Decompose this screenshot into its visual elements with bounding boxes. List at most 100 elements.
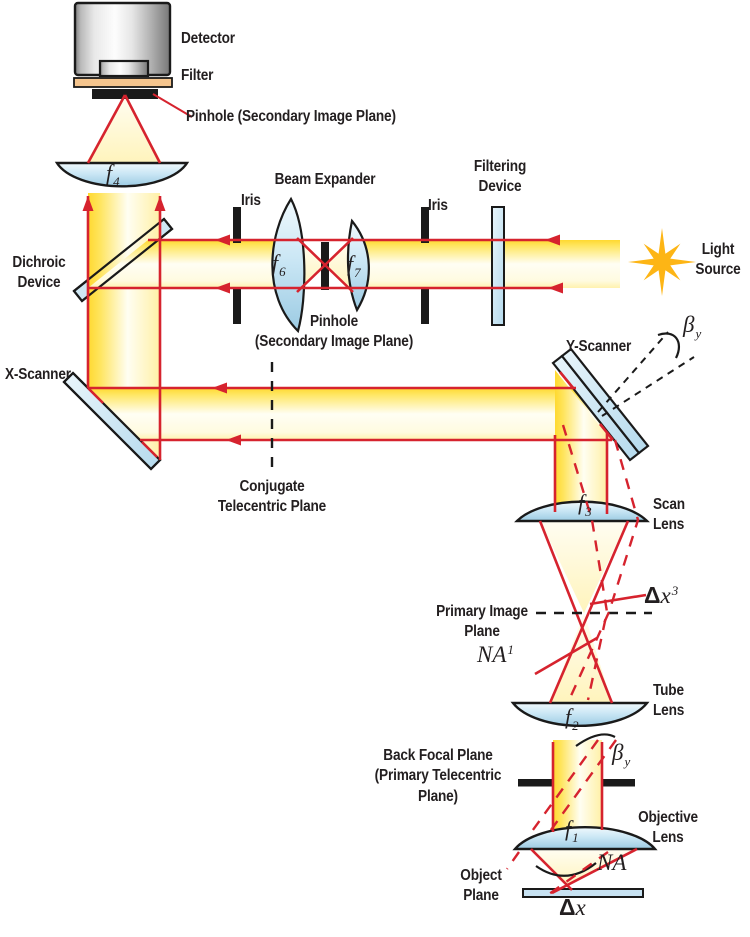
objective-lens-label: Objective Lens xyxy=(638,808,698,849)
na-angle-arc xyxy=(535,862,597,877)
back-focal-plane-bar-left xyxy=(518,779,554,787)
beam-top-right-segment xyxy=(352,240,620,288)
black-construction xyxy=(270,331,695,877)
primary-image-plane-label: Primary Image Plane xyxy=(417,602,547,643)
beam-cone-scan-upper xyxy=(540,520,628,613)
lens-f3-scan xyxy=(514,500,650,523)
arrow-left-top-beam-b xyxy=(215,282,230,294)
filter-label: Filter xyxy=(181,67,214,84)
beta-top-symbol: β xyxy=(683,312,695,337)
beta-bottom-sub: y xyxy=(624,754,631,769)
tube-line1: Tube xyxy=(653,682,684,699)
light-source-label: Light Source xyxy=(678,240,750,281)
scanned-rays-dashed xyxy=(506,424,640,898)
x-scanner-outline xyxy=(62,371,162,471)
beta-y-bottom-label: βy xyxy=(612,740,631,769)
objective-line1: Objective xyxy=(638,809,698,826)
ray-tick-yscan-a xyxy=(558,371,576,390)
yscanner-rotation-dash-a xyxy=(597,331,669,413)
pinhole-mid-line2: (Secondary Image Plane) xyxy=(254,333,414,351)
beam-hourglass-right xyxy=(325,241,352,289)
lens-f1-objective xyxy=(512,826,658,851)
scanned-ray-6 xyxy=(506,851,520,870)
iris-left-label: Iris xyxy=(241,192,261,209)
beta-bottom-symbol: β xyxy=(612,740,624,765)
pinhole-mid-label: Pinhole (Secondary Image Plane) xyxy=(246,312,422,353)
arrow-up-vertical-a xyxy=(82,196,94,211)
na1-base: NA xyxy=(477,642,507,667)
f4-sub: 4 xyxy=(113,174,120,189)
back-focal-line3: Plane) xyxy=(418,787,458,805)
na-label: NA xyxy=(597,850,627,875)
ray-cone-pinhole-right xyxy=(123,94,162,164)
f1-label: f1 xyxy=(565,816,579,845)
arrow-left-lower-beam-b xyxy=(226,434,241,446)
filtering-device-plate xyxy=(491,206,505,326)
arrow-left-lower-beam-a xyxy=(212,382,227,394)
marker-na1-line xyxy=(534,636,598,676)
ray-objective-cone-a xyxy=(530,848,573,891)
f1-base: f xyxy=(565,816,572,841)
object-line2: Plane xyxy=(463,887,499,905)
ray-cone-pinhole-left xyxy=(86,94,127,164)
ray-objective-cone-b xyxy=(551,847,638,895)
beam-vertical-right xyxy=(555,370,607,519)
scanned-ray-2 xyxy=(568,439,640,699)
back-focal-line2: (Primary Telecentric xyxy=(374,767,502,785)
yscanner-rotation-dash-b xyxy=(601,356,695,417)
beam-lower-horizontal xyxy=(88,388,614,440)
detector-label: Detector xyxy=(181,30,235,47)
delta-x3-delta: Δ xyxy=(644,582,661,608)
object-plane-label: Object Plane xyxy=(450,866,512,907)
na1-label: NA1 xyxy=(477,642,514,668)
beam-cone-to-pinhole xyxy=(86,95,162,163)
lens-f6 xyxy=(271,196,306,334)
object-plane-slide xyxy=(522,888,644,898)
scan-lens-label: Scan Lens xyxy=(653,495,685,536)
beam-expander-label: Beam Expander xyxy=(274,171,376,188)
back-focal-plane-bar-right xyxy=(601,779,635,787)
f2-label: f2 xyxy=(565,704,579,733)
pinhole-mid-line1: Pinhole xyxy=(309,313,359,330)
scan-line2: Lens xyxy=(653,516,685,534)
ray-scan-cone-b xyxy=(548,520,630,704)
iris-right-top-blade xyxy=(421,207,429,243)
filtering-line1: Filtering xyxy=(473,158,527,175)
f4-label: f4 xyxy=(106,160,120,189)
delta-x3-var: x xyxy=(660,583,671,608)
dichroic-device-label: Dichroic Device xyxy=(5,253,74,294)
f6-label: f6 xyxy=(272,250,286,279)
f7-label: f7 xyxy=(347,251,361,280)
iris-left-bottom-blade xyxy=(233,287,241,324)
dichroic-line1: Dichroic xyxy=(12,254,66,271)
conjugate-line2: Telecentric Plane xyxy=(217,498,327,516)
pinhole-bar-top xyxy=(92,89,158,99)
dichroic-line2: Device xyxy=(17,274,61,292)
f2-sub: 2 xyxy=(572,718,579,733)
y-scanner-mirror-back xyxy=(560,347,650,455)
scanned-ray-1 xyxy=(561,424,609,701)
ray-tick-xscan-b xyxy=(141,441,158,458)
arrow-left-top-beam-a xyxy=(215,234,230,246)
beta-y-top-arc xyxy=(657,332,681,359)
delta-x3-label: Δx3 xyxy=(644,582,678,609)
back-focal-plane-label: Back Focal Plane (Primary Telecentric Pl… xyxy=(362,746,513,807)
light-line2: Source xyxy=(695,261,741,279)
primary-line1: Primary Image xyxy=(436,603,528,620)
beam-hourglass-left xyxy=(300,241,325,289)
light-source-star xyxy=(628,228,696,296)
pinhole-leader-line xyxy=(152,93,193,118)
f3-base: f xyxy=(578,490,585,515)
arrow-left-top-beam-c xyxy=(545,234,560,246)
arrow-left-top-beam-d xyxy=(548,282,563,294)
arrow-up-vertical-b xyxy=(154,196,166,211)
scan-line1: Scan xyxy=(653,496,685,513)
delta-x-label: Δx xyxy=(559,894,586,921)
red-arrowheads xyxy=(82,196,563,446)
f7-sub: 7 xyxy=(354,265,361,280)
filtering-device-label: Filtering Device xyxy=(456,157,544,198)
iris-right-label: Iris xyxy=(428,197,448,214)
beam-top-left-segment xyxy=(88,240,300,288)
